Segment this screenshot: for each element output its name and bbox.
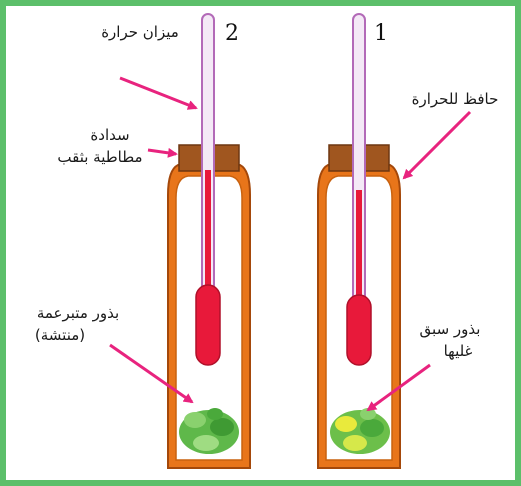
stopper-label-line2: مطاطية بثقب xyxy=(57,148,142,166)
flask-number-2: 2 xyxy=(225,21,239,46)
boiled-seeds-label-line2: غليها xyxy=(444,342,473,360)
germinating-seeds-label-line1: بذور متبرعمة xyxy=(37,304,119,322)
diagram-frame xyxy=(3,3,518,483)
flask-number-1: 1 xyxy=(374,21,388,46)
insulator-label: حافظ للحرارة xyxy=(412,90,499,108)
germinating-seeds-label-line2: (منتشة) xyxy=(35,326,85,344)
stopper-label-line1: سدادة xyxy=(90,126,129,144)
boiled-seeds-label-line1: بذور سبق xyxy=(420,320,481,338)
thermometer-label: ميزان حرارة xyxy=(101,23,179,41)
